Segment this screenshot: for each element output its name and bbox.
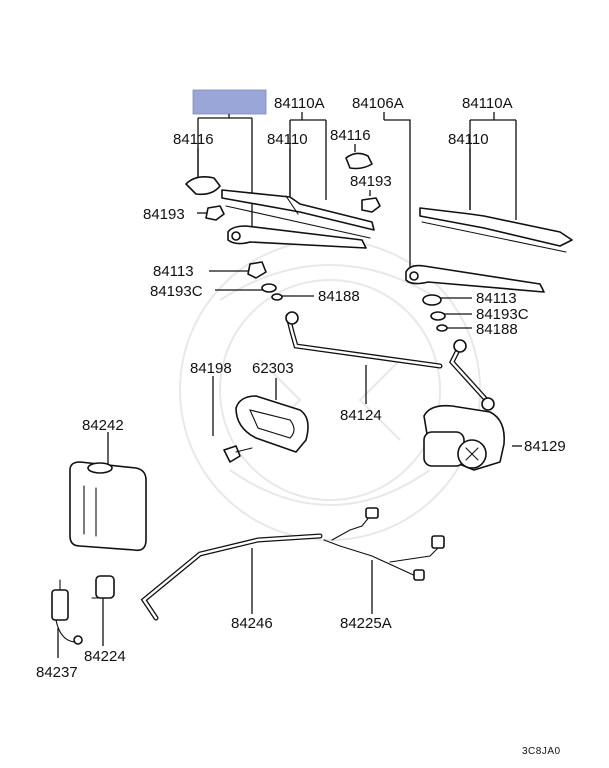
washer-tank-84242 — [69, 461, 147, 552]
label-84237: 84237 — [36, 664, 78, 681]
label-84124: 84124 — [340, 407, 382, 424]
highlight-label-box — [192, 89, 267, 115]
label-84198: 84198 — [190, 360, 232, 377]
label-84110A-left: 84110A — [274, 95, 325, 112]
label-62303: 62303 — [252, 360, 294, 377]
label-84246: 84246 — [231, 615, 273, 632]
part-labels: 84110A 84106A 84110A 84116 84110 84116 8… — [36, 95, 566, 757]
label-84129: 84129 — [524, 438, 566, 455]
bolt-84198 — [223, 445, 253, 463]
arm-cap-left — [185, 176, 221, 196]
label-84188-right: 84188 — [476, 321, 518, 338]
label-84225A: 84225A — [340, 615, 392, 632]
leader-lines — [57, 112, 522, 658]
pivot-bushings-right — [422, 294, 448, 332]
diagram-code: 3C8JA0 — [522, 746, 561, 757]
label-84110A-right: 84110A — [462, 95, 513, 112]
label-84193-top: 84193 — [350, 173, 392, 190]
label-84106A: 84106A — [352, 95, 404, 112]
watermark-emblem — [179, 239, 481, 541]
label-84242: 84242 — [82, 417, 124, 434]
arm-cap-right — [345, 152, 373, 170]
washer-grommet-84224 — [91, 575, 115, 599]
label-84110-left: 84110 — [267, 131, 308, 148]
label-84113-left: 84113 — [153, 263, 194, 280]
label-84193C-left: 84193C — [150, 283, 203, 300]
label-84116-right: 84116 — [330, 127, 371, 144]
label-84110-right: 84110 — [448, 131, 489, 148]
label-84188-left: 84188 — [318, 288, 360, 305]
label-84224: 84224 — [84, 648, 126, 665]
gasket-62303 — [235, 395, 309, 453]
wiper-linkage — [285, 311, 495, 411]
washer-pump-84237 — [51, 579, 83, 645]
wiper-blade-right — [419, 207, 573, 253]
wiring-harness-84225A — [323, 507, 445, 581]
label-84113-right: 84113 — [476, 290, 517, 307]
wiper-motor-84129 — [423, 404, 506, 471]
wiper-blade-left — [221, 189, 375, 239]
nut-84193-top — [361, 197, 381, 213]
label-84116-left: 84116 — [173, 131, 214, 148]
wiper-arm-right — [405, 264, 545, 293]
nut-84193-left — [205, 205, 225, 221]
wiper-arm-left — [227, 225, 367, 249]
pivot-bushings-left — [247, 261, 283, 301]
label-84193-left: 84193 — [143, 206, 185, 223]
label-84193C-right: 84193C — [476, 306, 529, 323]
